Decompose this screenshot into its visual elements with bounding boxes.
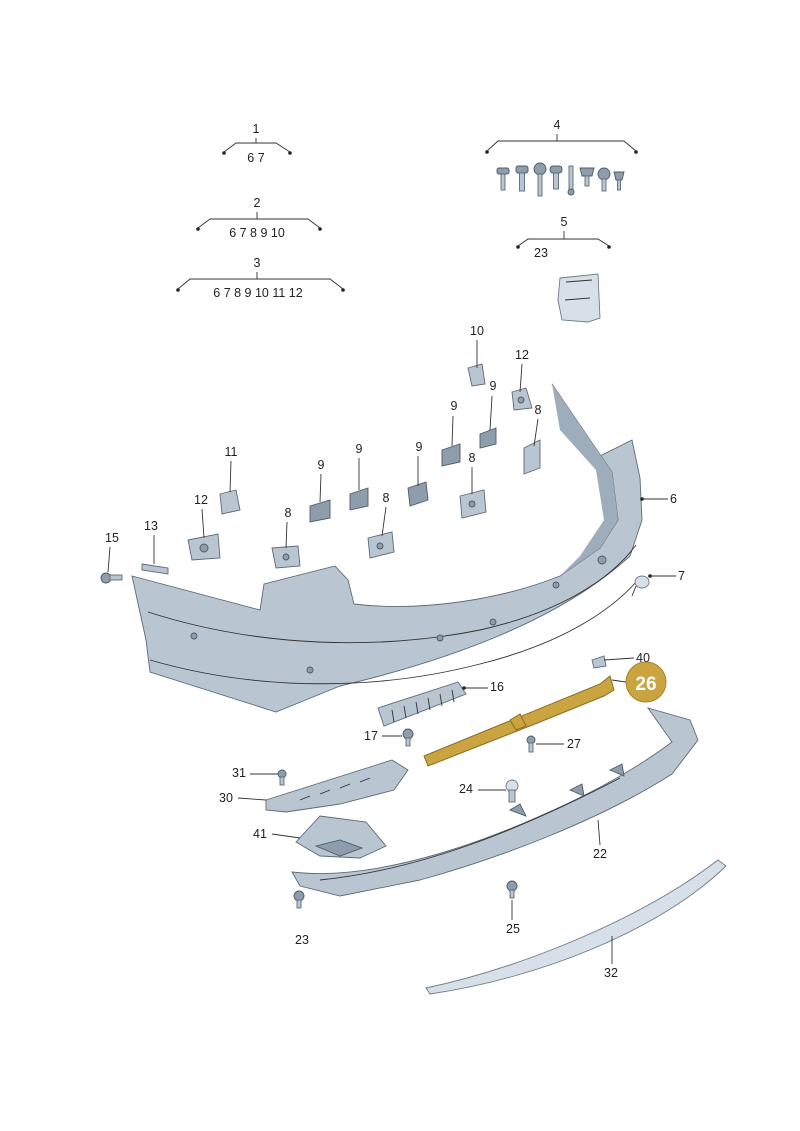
screw-25 [506,880,518,899]
clip-9-a [479,427,497,449]
kit-3-items: 6 7 8 9 10 11 12 [213,286,302,300]
screw-27 [526,735,536,753]
kit-2: 2 6 7 8 9 10 [196,196,322,240]
screw-24 [505,779,519,803]
highlight-number: 26 [635,674,656,695]
bracket-10 [467,363,486,387]
screw-17 [402,728,414,747]
kit-1: 1 6 7 [222,122,292,165]
callout-9-c: 9 [416,440,423,454]
callout-32: 32 [604,966,618,980]
clip-9-c [407,481,429,507]
kit-5-items: 23 [534,246,548,260]
bumper-cover [131,383,643,713]
callout-23: 23 [295,933,309,947]
callout-9-d: 9 [356,442,363,456]
callout-8-c: 8 [383,491,390,505]
bracket-12-left [187,533,221,561]
callouts: 10 12 9 9 8 9 8 9 9 8 11 8 12 13 15 6 7 [105,324,685,980]
screw-set-icon [496,162,625,197]
callout-12-right: 12 [515,348,529,362]
reinforcement-26 [423,675,615,767]
small-parts-bag-icon [557,273,601,323]
callout-11: 11 [225,445,238,459]
bracket-8-b [459,489,487,519]
kit-1-items: 6 7 [247,151,264,165]
bracket-8-a [523,439,541,475]
callout-31: 31 [232,766,246,780]
callout-8-a: 8 [535,403,542,417]
bracket-8-d [271,545,301,569]
callout-13: 13 [144,519,158,533]
screw-31 [277,769,287,786]
callout-8-b: 8 [469,451,476,465]
highlight-badge-26: 26 [625,661,667,703]
callout-9-e: 9 [318,458,325,472]
callout-40: 40 [636,651,650,665]
kit-5: 5 23 [516,215,611,323]
clip-9-b [441,443,461,467]
bolt-15 [100,572,123,584]
kit-5-number: 5 [561,215,568,229]
kit-1-number: 1 [253,122,260,136]
callout-7: 7 [678,569,685,583]
kit-4: 4 [485,118,638,197]
callout-30: 30 [219,791,233,805]
trim-strip-32 [425,859,727,995]
clip-9-e [309,499,331,523]
callout-9-a: 9 [490,379,497,393]
strip-13 [141,563,169,575]
screw-23 [293,890,305,909]
callout-24: 24 [459,782,473,796]
callout-15: 15 [105,531,119,545]
tailpipe-trim-41 [295,815,387,859]
diffuser-22 [291,707,699,897]
callout-8-d: 8 [285,506,292,520]
kit-3: 3 6 7 8 9 10 11 12 [176,256,345,300]
callout-9-b: 9 [451,399,458,413]
callout-25: 25 [506,922,520,936]
callout-6: 6 [670,492,677,506]
clip-7 [631,575,650,597]
bracket-30 [265,759,409,813]
kit-4-number: 4 [554,118,561,132]
callout-41: 41 [253,827,267,841]
callout-22: 22 [593,847,607,861]
clip-9-d [349,487,369,511]
guide-16 [377,681,467,727]
callout-10: 10 [470,324,484,338]
callout-12-left: 12 [194,493,208,507]
kit-2-number: 2 [254,196,261,210]
bracket-8-c [367,531,395,559]
callout-17: 17 [364,729,378,743]
bracket-12-right [511,387,533,411]
clip-40 [591,655,607,669]
kit-2-items: 6 7 8 9 10 [229,226,285,240]
callout-16: 16 [490,680,504,694]
callout-27: 27 [567,737,581,751]
bracket-11 [219,489,241,515]
kit-3-number: 3 [254,256,261,270]
